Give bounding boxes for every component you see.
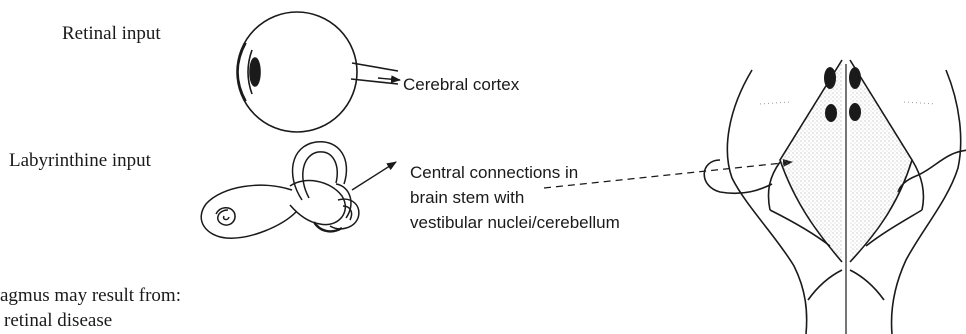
nucleus-icon bbox=[849, 103, 861, 121]
brainstem-illustration bbox=[704, 60, 966, 334]
retinal-input-label: Retinal input bbox=[62, 24, 161, 43]
pupil-icon bbox=[250, 58, 260, 86]
eye-illustration bbox=[237, 12, 398, 132]
central-connections-label: Central connections in brain stem with v… bbox=[410, 160, 620, 235]
central-connections-line-2: brain stem with bbox=[410, 185, 620, 210]
cerebral-cortex-label: Cerebral cortex bbox=[403, 76, 519, 93]
arrow-to-cortex bbox=[378, 78, 400, 80]
arrow-to-brainstem-text bbox=[352, 162, 396, 190]
causes-heading: agmus may result from: bbox=[0, 286, 181, 305]
nucleus-icon bbox=[825, 104, 837, 122]
nucleus-icon bbox=[824, 67, 836, 89]
cause-item: retinal disease bbox=[4, 311, 112, 330]
labyrinthine-input-label: Labyrinthine input bbox=[9, 151, 151, 170]
labyrinth-illustration bbox=[201, 142, 359, 238]
central-connections-line-1: Central connections in bbox=[410, 160, 620, 185]
central-connections-line-3: vestibular nuclei/cerebellum bbox=[410, 210, 620, 235]
nucleus-icon bbox=[849, 67, 861, 89]
